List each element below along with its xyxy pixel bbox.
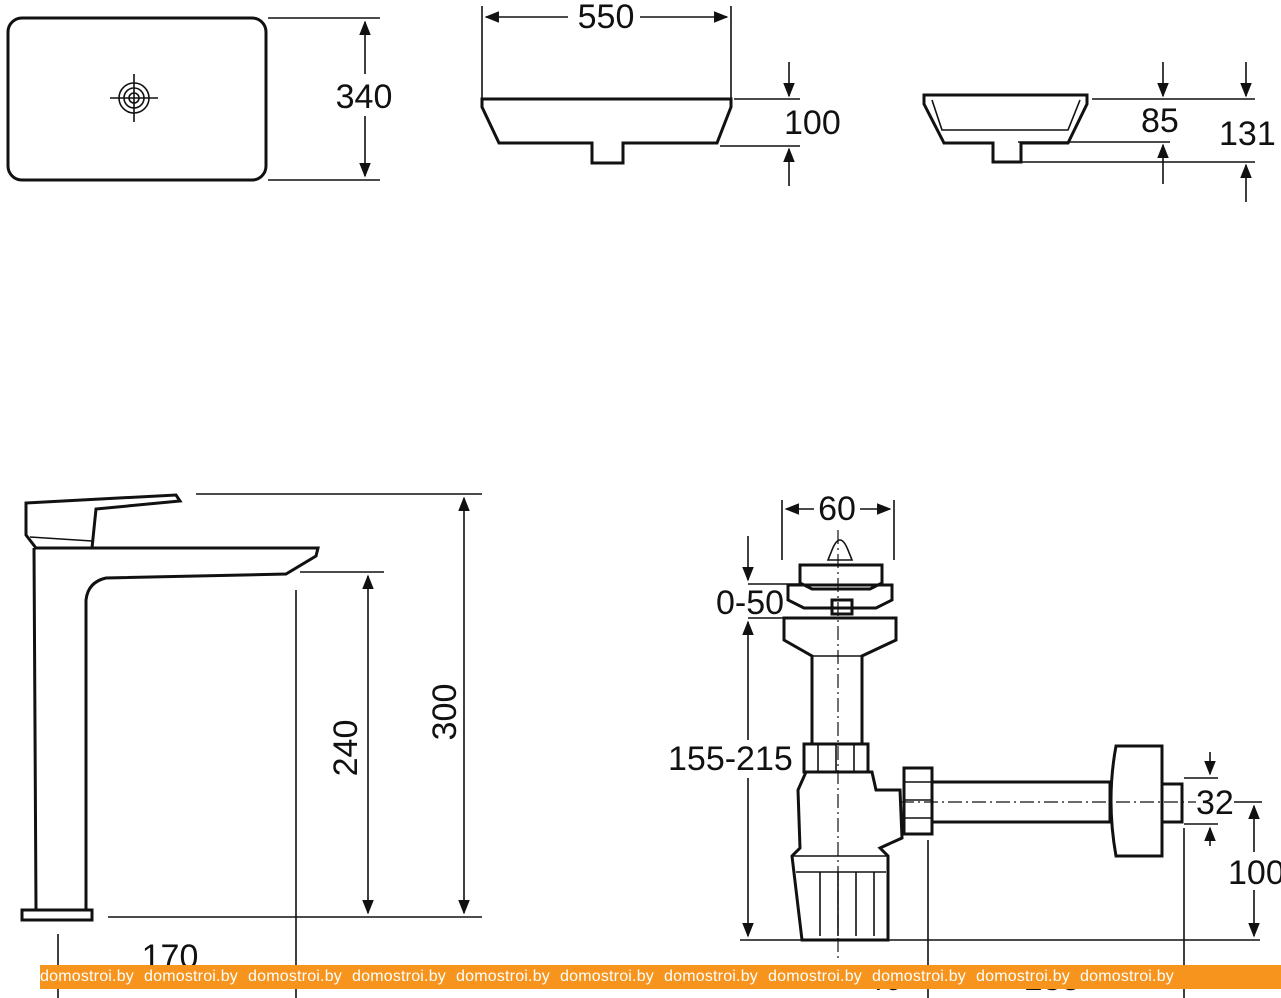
watermark-text: domostroi.by (1080, 968, 1174, 985)
total-height-label: 131 (1219, 115, 1276, 153)
watermark-text: domostroi.by (768, 968, 862, 985)
basin-front-outline (480, 97, 733, 165)
faucet-drawing: 300 240 170 (20, 493, 482, 998)
watermark-text: domostroi.by (560, 968, 654, 985)
basin-width-label: 550 (578, 0, 635, 36)
faucet-body (32, 546, 320, 912)
faucet-height-label: 300 (426, 684, 464, 741)
watermark-text: domostroi.by (144, 968, 238, 985)
watermark-strip: domostroi.by domostroi.by domostroi.by domo… (40, 965, 1281, 989)
spout-height-label: 240 (327, 720, 365, 777)
pipe-diameter-label: 32 (1196, 784, 1234, 822)
basin-top-view: 340 (6, 16, 400, 182)
basin-side-outline (922, 93, 1089, 164)
wall-rosette (1109, 744, 1164, 858)
watermark-text: domostroi.by (872, 968, 966, 985)
basin-depth-label: 340 (336, 78, 393, 116)
drain-icon (110, 74, 158, 122)
basin-side-view: 85 131 (922, 62, 1276, 202)
watermark-text: domostroi.by (248, 968, 342, 985)
watermark-text: domostroi.by (352, 968, 446, 985)
siphon-outlet-nut (902, 766, 934, 836)
faucet-lever (24, 493, 183, 550)
basin-outline (6, 16, 268, 182)
pipe-height-label: 100 (1228, 854, 1281, 892)
siphon-funnel (782, 616, 898, 746)
watermark-text: domostroi.by (40, 968, 134, 985)
siphon-drawing: 60 0-50 155-215 32 100 40 135 (668, 490, 1281, 998)
adjust-range-label: 0-50 (716, 584, 784, 622)
strainer (786, 539, 894, 616)
basin-height-label: 100 (784, 104, 841, 142)
faucet-base (20, 908, 94, 922)
basin-front-view: 550 100 (480, 0, 841, 186)
wall-pipe-end (1160, 782, 1184, 824)
height-range-label: 155-215 (668, 740, 793, 778)
watermark-text: domostroi.by (664, 968, 758, 985)
outlet-width-label: 60 (818, 490, 856, 528)
watermark-text: domostroi.by (976, 968, 1070, 985)
watermark-text: domostroi.by (456, 968, 550, 985)
bowl-depth-label: 85 (1141, 102, 1179, 140)
